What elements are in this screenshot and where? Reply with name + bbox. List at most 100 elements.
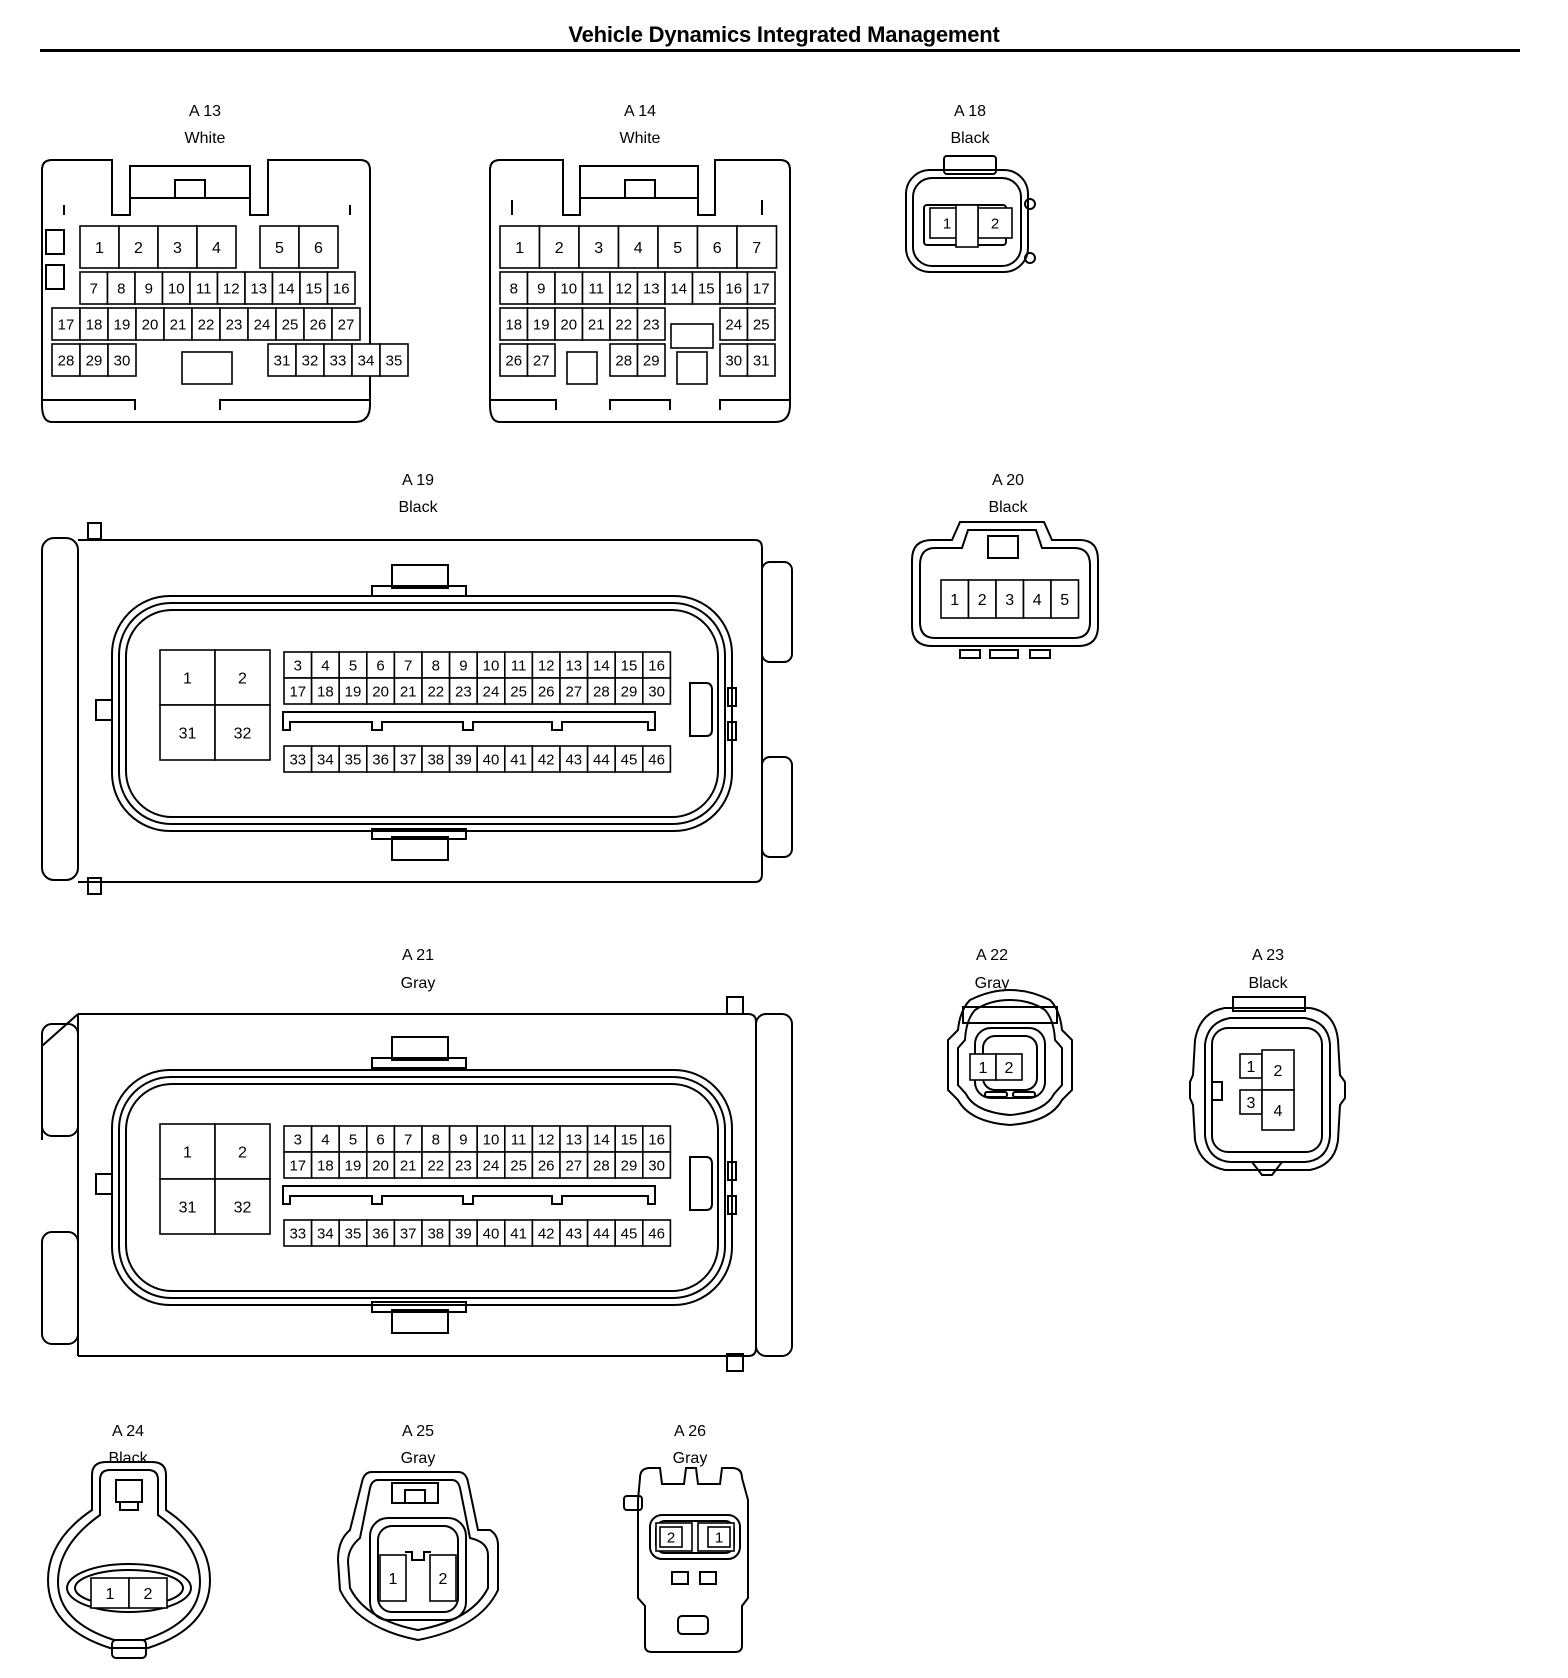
pin-number: 10: [168, 280, 185, 297]
pin-cell: [586, 1219, 616, 1247]
pin-cell: [421, 745, 451, 773]
pin-cell: [609, 307, 639, 341]
pin-number: 15: [305, 280, 322, 297]
pin-number: 38: [427, 1225, 444, 1242]
pin-cell: [664, 271, 694, 305]
pin-number: 1: [979, 1060, 988, 1077]
pin-cell: [995, 1053, 1023, 1081]
pin-number: 34: [317, 1225, 334, 1242]
pin-number: 2: [439, 1571, 448, 1588]
pin-cell: [283, 745, 313, 773]
pin-number: 30: [648, 1157, 665, 1174]
pin-cell: [79, 225, 120, 269]
pin-cell: [977, 207, 1013, 239]
pin-number: 7: [90, 280, 98, 297]
pin-number: 30: [114, 352, 131, 369]
pin-cell: [641, 677, 672, 705]
pin-number: 2: [991, 215, 999, 232]
pin-cell: [736, 225, 778, 269]
pin-number: 33: [330, 352, 347, 369]
connector-color-a22: Gray: [974, 975, 1010, 992]
pin-number: 15: [621, 657, 638, 674]
pin-number: 23: [643, 316, 660, 333]
pin-cell: [134, 271, 164, 305]
pin-number: 28: [593, 1157, 610, 1174]
pin-cell: [476, 745, 506, 773]
pin-number: 15: [621, 1131, 638, 1148]
pin-number: 23: [455, 683, 472, 700]
pin-number: 41: [510, 751, 527, 768]
pin-cell: [614, 1219, 644, 1247]
pin-cell: [128, 1577, 168, 1609]
pin-cell: [969, 1053, 997, 1081]
pin-cell: [421, 1219, 451, 1247]
pin-number: 20: [142, 316, 159, 333]
pin-number: 44: [593, 751, 610, 768]
pin-number: 16: [333, 280, 350, 297]
pin-number: 44: [593, 1225, 610, 1242]
pin-cell: [157, 225, 198, 269]
pin-number: 36: [372, 1225, 389, 1242]
pin-number: 14: [670, 280, 687, 297]
pin-cell: [526, 343, 556, 377]
pin-number: 31: [179, 725, 197, 742]
pin-cell: [393, 1151, 423, 1179]
pin-blank: [676, 351, 708, 385]
connector-a13-housing: [41, 159, 371, 423]
connector-code-a25: A 25: [401, 1423, 435, 1440]
connector-color-a14: White: [619, 130, 661, 147]
pin-number: 8: [432, 657, 440, 674]
pin-cell: [1261, 1049, 1295, 1091]
pin-blank: [955, 204, 979, 248]
pin-cell: [659, 1526, 683, 1548]
pin-cell: [719, 343, 749, 377]
pin-number: 11: [511, 657, 527, 674]
pin-cell: [586, 1125, 616, 1153]
pin-cell: [503, 1125, 534, 1153]
pin-number: 26: [538, 683, 555, 700]
pin-cell: [967, 579, 997, 619]
pin-number: 23: [226, 316, 243, 333]
pin-cell: [503, 1151, 534, 1179]
pin-number: 26: [538, 1157, 555, 1174]
pin-number: 5: [673, 240, 682, 257]
pin-number: 29: [621, 683, 638, 700]
pin-number: 46: [648, 751, 665, 768]
pin-number: 42: [538, 751, 555, 768]
pin-number: 29: [86, 352, 103, 369]
connector-code-a22: A 22: [975, 947, 1009, 964]
pin-number: 24: [254, 316, 271, 333]
pin-number: 25: [510, 1157, 527, 1174]
page-title: Vehicle Dynamics Integrated Management: [568, 22, 1000, 47]
connector-color-a23: Black: [1248, 975, 1288, 992]
pin-cell: [379, 1554, 407, 1602]
pin-number: 13: [565, 657, 582, 674]
pin-cell: [365, 1151, 396, 1179]
pin-number: 14: [593, 1131, 610, 1148]
pin-number: 32: [234, 725, 252, 742]
pin-cell: [310, 1151, 341, 1179]
pin-cell: [283, 1125, 313, 1153]
pin-cell: [338, 745, 368, 773]
pin-number: 31: [179, 1199, 197, 1216]
pin-number: 24: [725, 316, 742, 333]
pin-cell: [283, 1151, 313, 1179]
pin-cell: [531, 1151, 561, 1179]
pin-number: 19: [114, 316, 131, 333]
pin-number: 20: [372, 683, 389, 700]
pin-number: 20: [372, 1157, 389, 1174]
pin-cell: [214, 1178, 271, 1235]
pin-number: 3: [294, 657, 302, 674]
pin-cell: [79, 343, 109, 377]
pin-number: 11: [196, 280, 212, 297]
connector-code-a20: A 20: [991, 472, 1025, 489]
connector-a26-housing: [623, 1467, 749, 1653]
pin-number: 9: [145, 280, 153, 297]
pin-cell: [448, 651, 479, 679]
connector-a14-housing: [489, 159, 791, 423]
pin-cell: [691, 271, 721, 305]
